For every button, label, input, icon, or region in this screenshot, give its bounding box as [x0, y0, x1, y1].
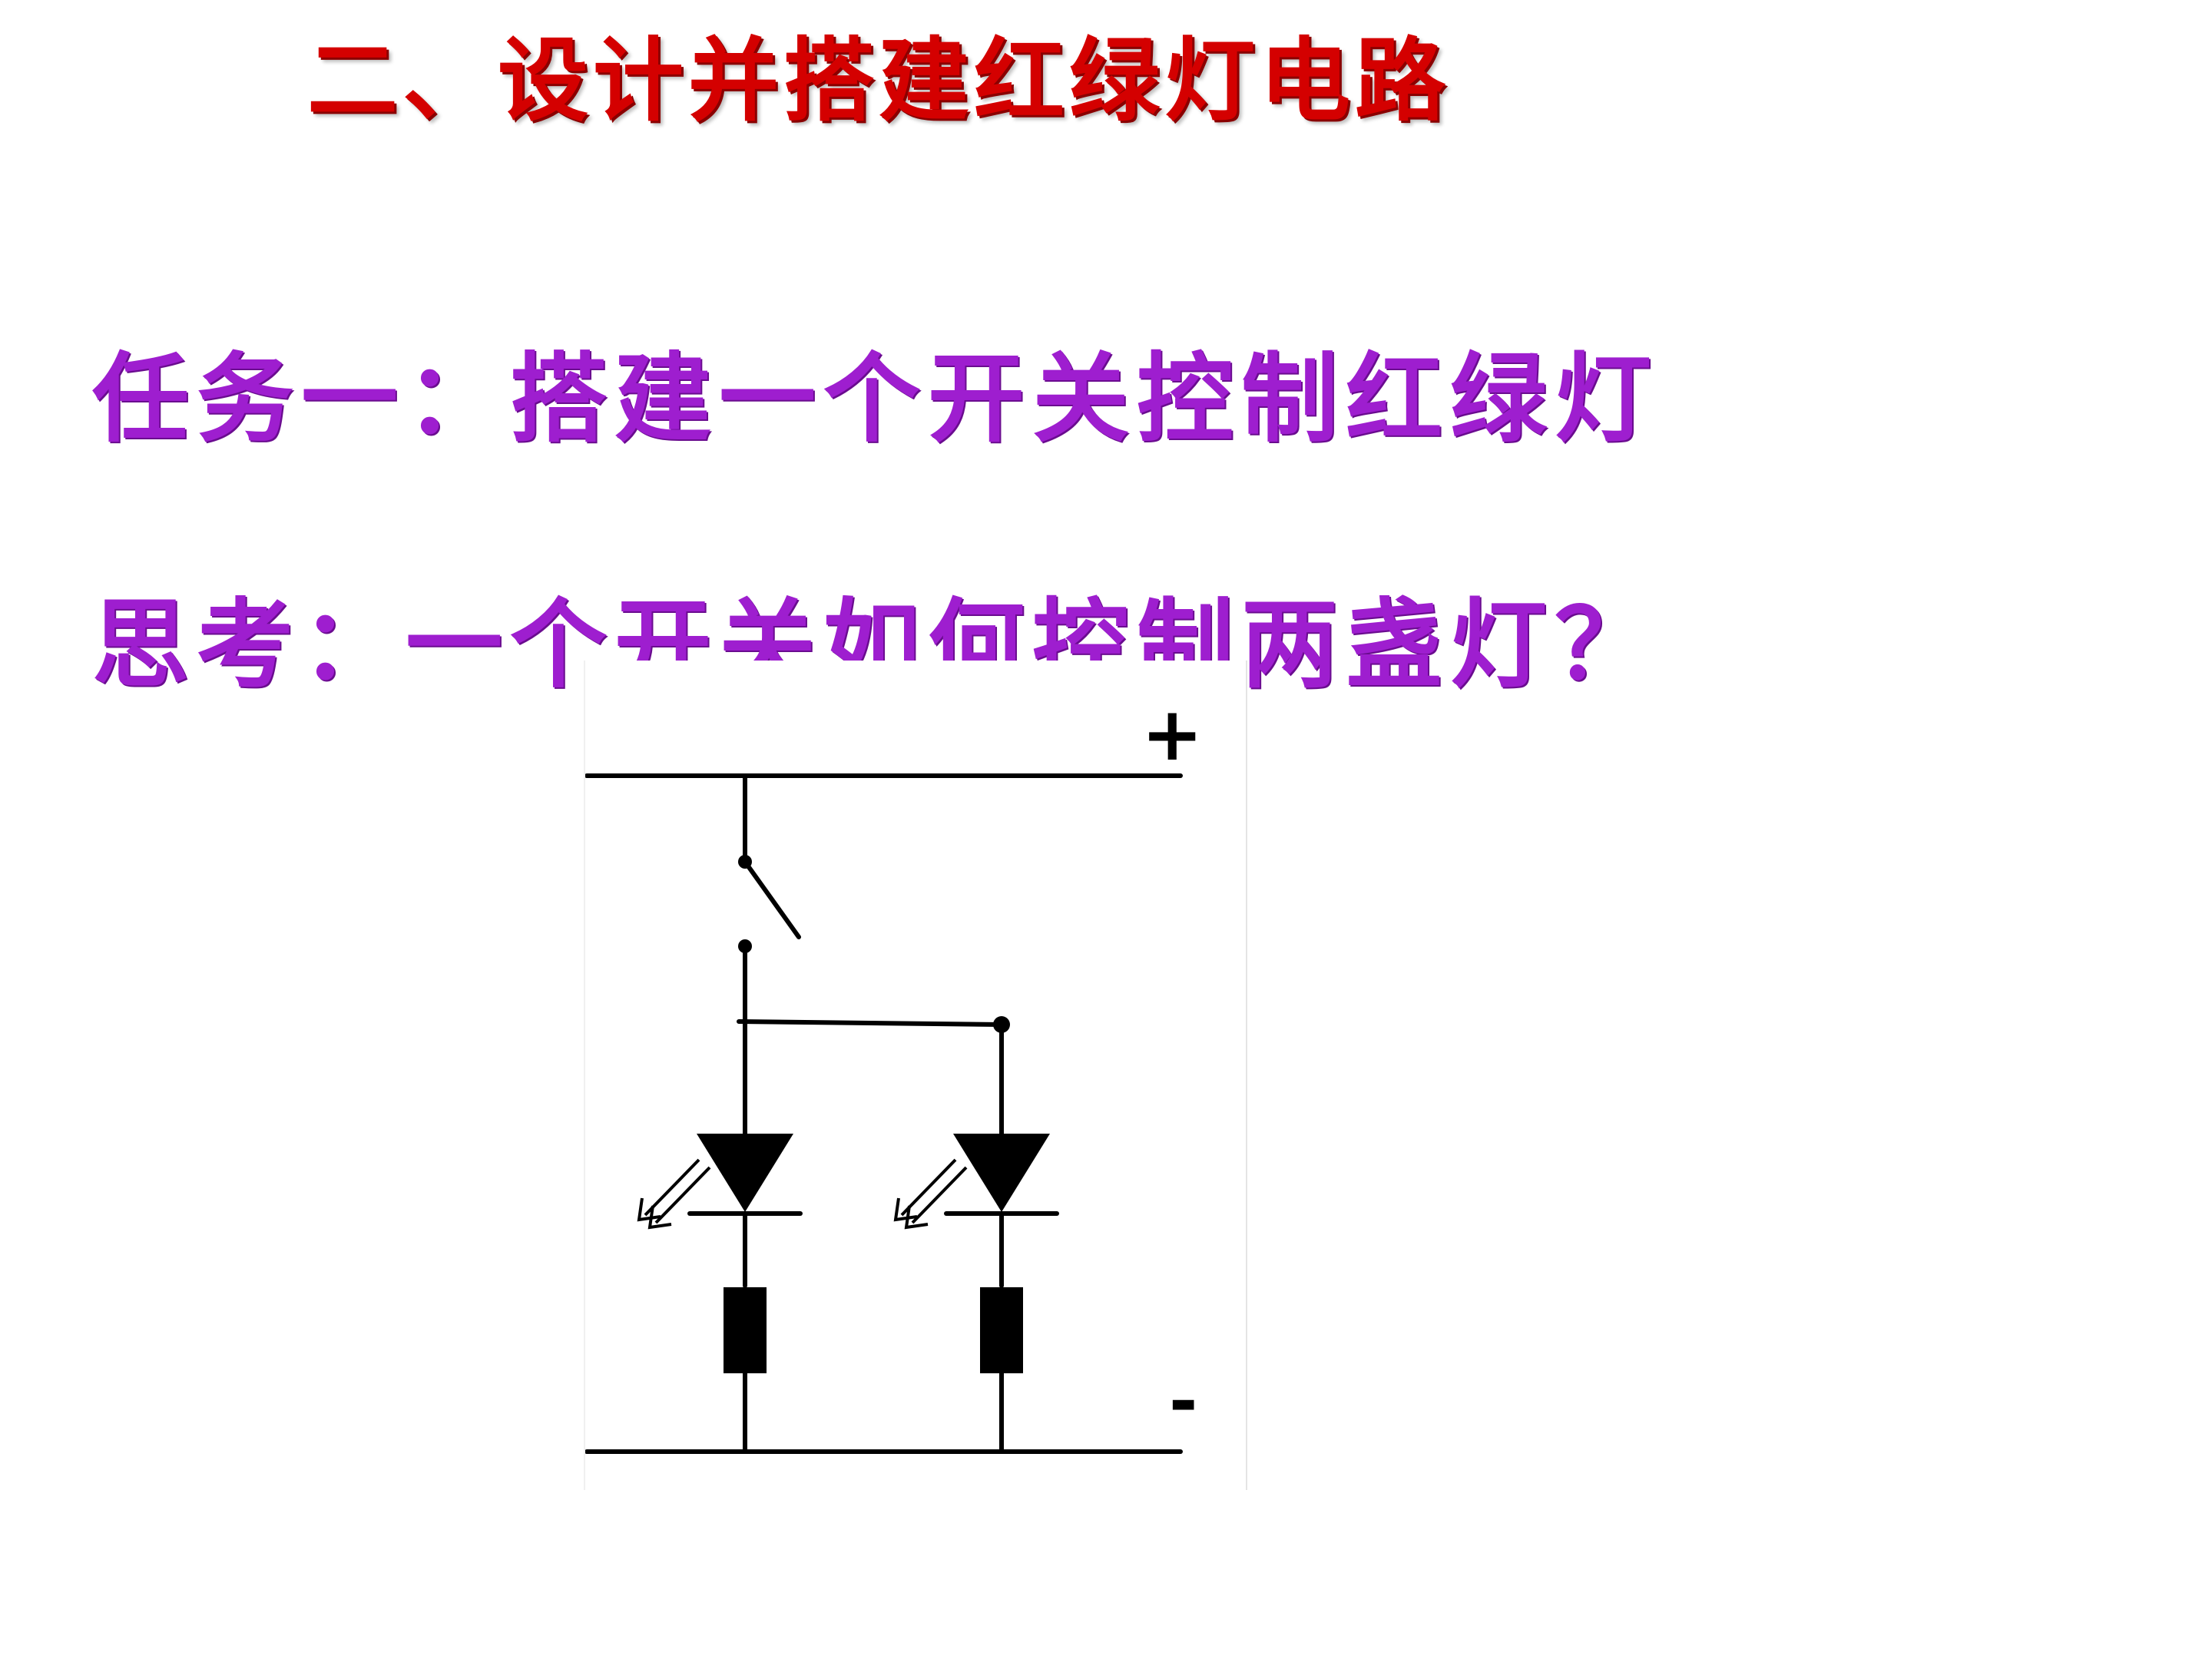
right-led-triangle [953, 1134, 1050, 1212]
switch-blade [743, 859, 801, 939]
task-heading: 任务一：搭建一个开关控制红绿灯 [92, 343, 1659, 455]
positive-terminal-label: + [1141, 691, 1204, 777]
left-led-arrows [637, 1158, 711, 1230]
switch-contact-bottom [738, 939, 752, 953]
circuit-diagram: + - [584, 661, 1247, 1490]
junction-dot [993, 1016, 1010, 1033]
circuit-svg [585, 773, 1183, 1454]
negative-terminal-label: - [1169, 1361, 1198, 1442]
right-led-arrows [893, 1158, 968, 1230]
right-resistor [980, 1287, 1023, 1373]
branch-link-wire [737, 1019, 1004, 1027]
left-led-triangle [697, 1134, 793, 1212]
slide-title: 二、设计并搭建红绿灯电路 [307, 28, 1451, 134]
left-resistor [724, 1287, 767, 1373]
switch-contact-top [738, 855, 752, 869]
